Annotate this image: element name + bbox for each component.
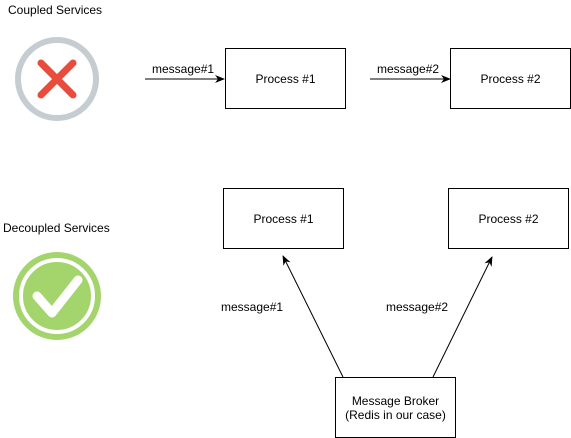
cross-icon [15,37,99,121]
decoupled-process-2-label: Process #2 [478,211,539,226]
message-broker-box: Message Broker (Redis in our case) [335,377,456,438]
decoupled-process-2-box: Process #2 [448,188,569,249]
decoupled-message-1-label: message#1 [221,300,284,314]
check-icon [13,252,101,340]
coupled-process-2-label: Process #2 [480,71,541,86]
coupled-process-1-label: Process #1 [255,71,316,86]
coupled-message-2-label: message#2 [377,62,440,76]
decoupled-services-title: Decoupled Services [3,221,110,235]
decoupled-process-1-label: Process #1 [253,211,314,226]
broker-arrow-to-process-2 [432,256,493,378]
coupled-process-1-box: Process #1 [225,48,346,109]
decoupled-process-1-box: Process #1 [223,188,344,249]
message-broker-line-2: (Redis in our case) [345,407,446,422]
coupled-process-2-box: Process #2 [450,48,571,109]
broker-arrow-to-process-1 [282,255,344,378]
coupled-services-title: Coupled Services [8,3,103,17]
decoupled-message-2-label: message#2 [386,300,449,314]
message-broker-line-1: Message Broker [351,393,440,408]
coupled-message-1-label: message#1 [152,62,215,76]
